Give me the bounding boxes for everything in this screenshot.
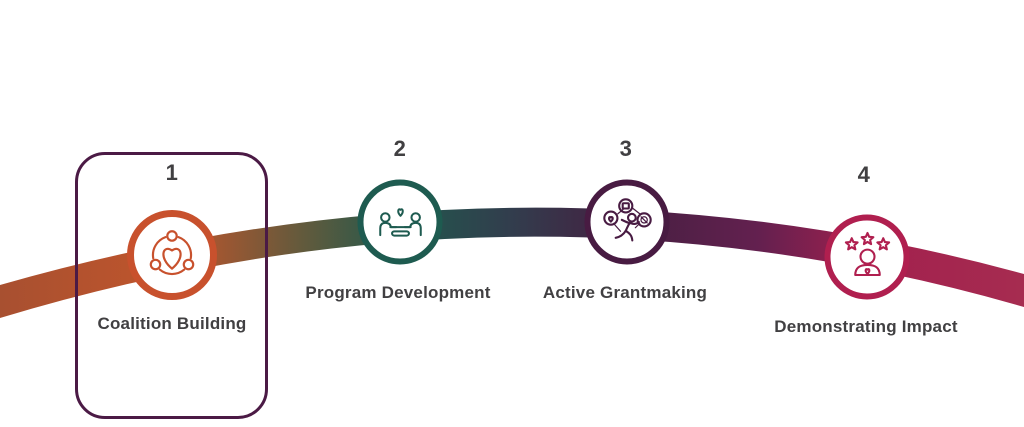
step-2-circle [357, 179, 443, 265]
current-step-highlight-outline [75, 152, 268, 419]
step-1-circle [127, 210, 217, 300]
step-1-label: Coalition Building [97, 314, 247, 333]
coalition-people-around-heart-icon [149, 230, 195, 276]
step-4-number: 4 [857, 162, 871, 187]
arc-ribbon-shape [0, 207, 1024, 318]
step-2-label: Program Development [305, 283, 491, 302]
step-3-label: Active Grantmaking [542, 283, 708, 302]
step-3-circle [584, 179, 670, 265]
step-2-number: 2 [393, 136, 407, 161]
person-heart-three-stars-icon [844, 231, 890, 276]
step-3-number: 3 [619, 136, 633, 161]
meeting-table-heart-icon [378, 207, 422, 237]
step-4-label: Demonstrating Impact [774, 317, 958, 336]
runner-juggling-funds-heart-icon [602, 197, 652, 241]
step-4-circle [824, 214, 910, 300]
step-1-number: 1 [165, 160, 179, 185]
